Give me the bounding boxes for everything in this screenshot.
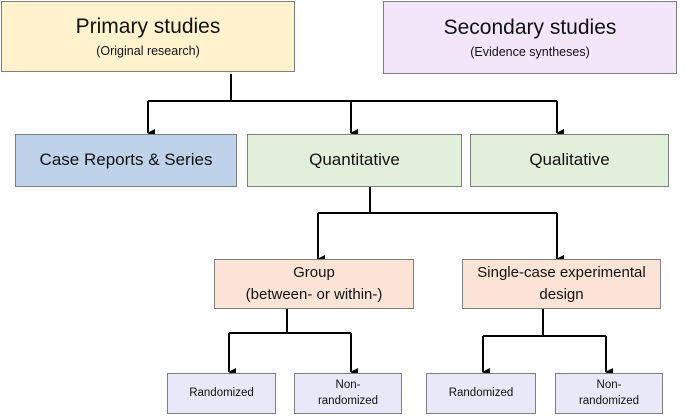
- secondary-studies-subtitle: (Evidence syntheses): [470, 44, 590, 59]
- case-reports-label: Case Reports & Series: [39, 150, 213, 170]
- primary-studies-box: Primary studies (Original research): [1, 1, 295, 72]
- group-nonrandomized-line1: Non-: [335, 378, 361, 391]
- secondary-studies-title: Secondary studies: [443, 16, 617, 40]
- qualitative-box: Qualitative: [470, 134, 669, 187]
- primary-studies-title: Primary studies: [75, 15, 221, 39]
- single-case-design-line2: design: [539, 286, 584, 303]
- single-case-design-box: Single-case experimental design: [462, 259, 661, 309]
- group-design-box: Group (between- or within-): [214, 259, 414, 309]
- quantitative-label: Quantitative: [309, 150, 400, 170]
- qualitative-label: Qualitative: [529, 150, 610, 170]
- scd-nonrandomized-line2: randomized: [578, 394, 640, 407]
- scd-nonrandomized-line1: Non-: [596, 378, 622, 391]
- single-case-design-line1: Single-case experimental: [477, 264, 646, 282]
- group-nonrandomized-box: Non- randomized: [294, 373, 402, 414]
- scd-randomized-box: Randomized: [426, 373, 536, 414]
- primary-studies-subtitle: (Original research): [96, 43, 200, 58]
- quantitative-box: Quantitative: [247, 134, 462, 187]
- scd-randomized-label: Randomized: [448, 386, 514, 399]
- secondary-studies-box: Secondary studies (Evidence syntheses): [383, 1, 677, 74]
- scd-nonrandomized-box: Non- randomized: [555, 373, 663, 414]
- group-nonrandomized-line2: randomized: [317, 394, 379, 407]
- group-design-line1: Group: [293, 264, 335, 282]
- group-randomized-label: Randomized: [189, 386, 254, 399]
- group-design-line2: (between- or within-): [245, 286, 383, 303]
- group-randomized-box: Randomized: [167, 373, 276, 414]
- case-reports-box: Case Reports & Series: [15, 134, 237, 187]
